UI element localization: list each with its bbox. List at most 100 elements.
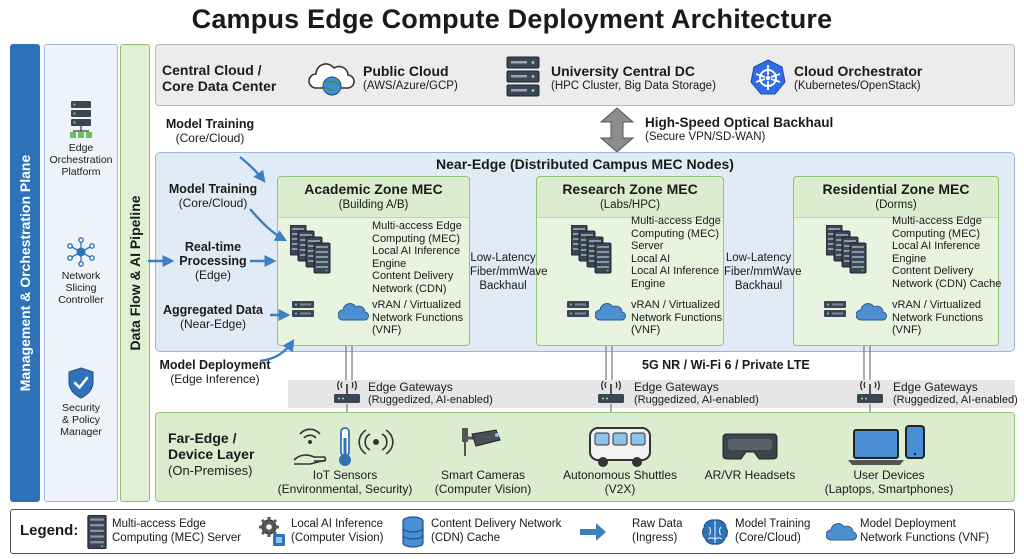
legend-text: Raw Data	[632, 518, 683, 530]
legend-text: (Computer Vision)	[291, 531, 384, 544]
server-icon	[824, 301, 846, 317]
shuttle-icon	[589, 427, 651, 467]
far-edge-subtitle: (On-Premises)	[168, 463, 253, 478]
zone-text-line: Engine	[372, 257, 407, 270]
flow-subtitle: (Edge)	[194, 268, 232, 282]
user-devices-label: User Devices (Laptops, Smartphones)	[816, 468, 962, 496]
public-cloud-title: Public Cloud	[363, 63, 449, 79]
cloud-orchestrator: Cloud Orchestrator (Kubernetes/OpenStack…	[794, 63, 922, 93]
edge-gateway-icon	[856, 380, 884, 404]
management-panel: Edge Orchestration Platform Network Slic…	[44, 44, 118, 502]
central-cloud-title-line: Central Cloud /	[162, 62, 262, 78]
zone-services-text: Multi-access Edge Computing (MEC) Server…	[631, 215, 721, 291]
zone-link-label: Low-Latency Fiber/mmWave Backhaul	[470, 251, 548, 293]
zone-title: Residential Zone MEC	[822, 181, 970, 197]
legend-item: Local AI Inference (Computer Vision)	[291, 518, 383, 545]
flow-subtitle: (Near-Edge)	[179, 317, 247, 331]
flow-model-training-top: Model Training (Core/Cloud)	[158, 117, 262, 145]
legend-text: Network Functions (VNF)	[860, 531, 990, 544]
server-stack-icon	[506, 56, 540, 97]
edge-gateway-band	[288, 380, 1015, 408]
zone-text-line: vRAN / Virtualized	[892, 299, 982, 311]
zone-gateway-link	[345, 346, 353, 380]
backhaul-double-arrow	[599, 107, 635, 153]
zone-text-line: (VNF)	[372, 324, 402, 337]
zone-text-line: Multi-access Edge	[631, 215, 721, 227]
mec-server-cluster-icon	[826, 225, 868, 275]
zone-text-line: Engine	[631, 277, 666, 290]
database-icon	[402, 516, 424, 548]
brain-icon	[702, 519, 728, 545]
legend-text: Content Delivery Network	[431, 518, 562, 530]
zone-text-line: Multi-access Edge	[892, 215, 982, 227]
iot-sensors-label: IoT Sensors (Environmental, Security)	[276, 468, 414, 496]
zone-text-line: Network Functions	[631, 311, 723, 324]
central-cloud-title-line: Core Data Center	[162, 78, 277, 94]
zone-text-line: vRAN / Virtualized	[631, 299, 721, 311]
device-label-line: AR/VR Headsets	[704, 468, 796, 482]
edge-gateway-icon	[333, 380, 361, 404]
device-label-line: (Computer Vision)	[434, 482, 532, 496]
flow-model-training: Model Training (Core/Cloud)	[158, 182, 268, 210]
far-edge-title-line: Device Layer	[168, 446, 255, 462]
zone-text-line: Computing (MEC)	[372, 232, 461, 245]
flow-subtitle: (Edge Inference)	[170, 372, 260, 386]
zone-subtitle: (Building A/B)	[338, 199, 409, 211]
flow-subtitle: (Core/Cloud)	[175, 131, 245, 145]
residential-zone-mec: Residential Zone MEC (Dorms) Multi-acces…	[793, 176, 1002, 346]
arrow-right-icon	[580, 523, 606, 541]
legend-text: Model Deployment	[860, 518, 956, 530]
academic-zone-mec: Academic Zone MEC (Building A/B) Multi-a…	[277, 176, 470, 346]
university-central-dc: University Central DC (HPC Cluster, Big …	[551, 63, 716, 93]
zone-vnf-text: vRAN / Virtualized Network Functions (VN…	[372, 299, 463, 337]
flow-aggregated-data: Aggregated Data (Near-Edge)	[157, 303, 269, 331]
mgmt-label-line: Controller	[58, 294, 104, 306]
public-cloud-subtitle: (AWS/Azure/GCP)	[363, 80, 458, 92]
zone-text-line: Multi-access Edge	[372, 220, 462, 232]
shield-check-icon	[68, 367, 94, 399]
flow-model-deployment: Model Deployment (Edge Inference)	[155, 358, 275, 386]
research-zone-mec: Research Zone MEC (Labs/HPC) Multi-acces…	[536, 176, 724, 346]
zone-text-line: Network (CDN) Cache	[892, 277, 1002, 290]
network-hub-icon	[67, 237, 95, 267]
zone-text-line: Network Functions	[372, 311, 464, 324]
mgmt-label-line: & Policy	[62, 414, 100, 426]
zone-title: Academic Zone MEC	[304, 181, 443, 197]
backhaul-title: High-Speed Optical Backhaul	[645, 115, 834, 130]
server-icon	[87, 515, 107, 549]
ar-vr-headsets-label: AR/VR Headsets	[700, 468, 800, 482]
legend-text: Multi-access Edge	[112, 518, 206, 530]
link-label-line: Backhaul	[734, 280, 783, 292]
legend-item: Content Delivery Network (CDN) Cache	[431, 518, 561, 545]
zone-text-line: Local AI Inference	[631, 265, 720, 278]
zone-text-line: Computing (MEC)	[892, 227, 981, 240]
cloud-icon	[856, 303, 888, 321]
zone-vnf-text: vRAN / Virtualized Network Functions (VN…	[892, 299, 983, 337]
link-label-line: Low-Latency	[470, 252, 536, 264]
device-label-line: User Devices	[853, 468, 925, 482]
zone-subtitle: (Labs/HPC)	[599, 199, 661, 211]
cloud-icon	[826, 523, 858, 541]
legend-item: Multi-access Edge Computing (MEC) Server	[112, 518, 241, 545]
mgmt-label-line: Manager	[60, 426, 102, 438]
mgmt-label-line: Network	[61, 270, 101, 282]
mgmt-label-line: Platform	[61, 166, 101, 178]
vr-headset-icon	[722, 433, 778, 460]
flow-realtime-processing: Real-time Processing (Edge)	[170, 240, 256, 282]
zone-body	[537, 217, 723, 345]
edge-orchestration-platform: Edge Orchestration Platform	[45, 101, 117, 178]
flow-arrows	[148, 156, 295, 363]
cloud-orchestrator-title: Cloud Orchestrator	[794, 63, 923, 79]
zone-text-line: Local AI Inference	[892, 240, 981, 253]
legend-title: Legend:	[20, 522, 79, 539]
diagram-title: Campus Edge Compute Deployment Architect…	[191, 4, 833, 34]
mgmt-label-line: Edge	[68, 142, 94, 154]
ai-pipeline-bar: Data Flow & AI Pipeline	[120, 44, 150, 502]
central-cloud-title: Central Cloud / Core Data Center	[162, 62, 276, 94]
device-label-line: IoT Sensors	[312, 468, 378, 482]
zone-header: Academic Zone MEC (Building A/B)	[278, 177, 469, 212]
security-camera-icon	[462, 428, 501, 456]
zone-subtitle: (Dorms)	[875, 199, 917, 211]
arrow-model-training	[249, 208, 288, 242]
link-label-line: Fiber/mmWave	[724, 266, 802, 278]
